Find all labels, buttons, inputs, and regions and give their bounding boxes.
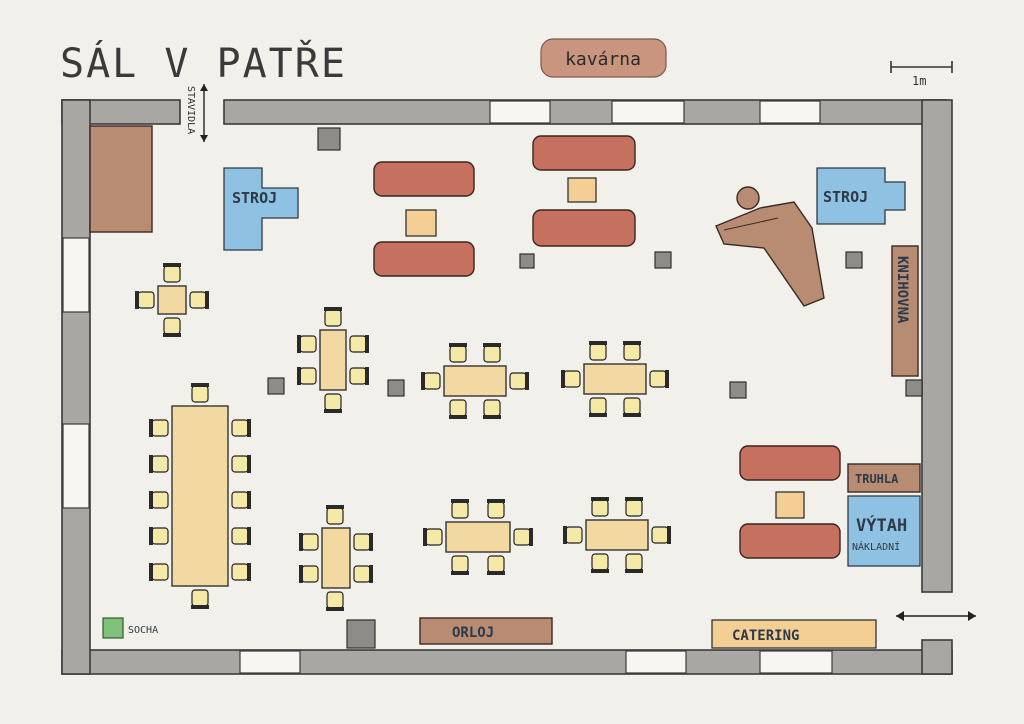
chair [625, 497, 643, 517]
chair [509, 372, 529, 390]
chair [191, 589, 209, 609]
stroj-right[interactable]: STROJ [816, 167, 906, 225]
chair [623, 341, 641, 361]
stroj-right-label: STROJ [823, 188, 868, 206]
chair [451, 555, 469, 575]
stroj-left[interactable]: STROJ [223, 167, 299, 251]
chair [324, 393, 342, 413]
socha[interactable]: SOCHA [102, 617, 158, 639]
vytah[interactable]: VÝTAH NÁKLADNÍ [847, 495, 921, 567]
chair [421, 372, 441, 390]
chair [423, 528, 443, 546]
chair [623, 397, 641, 417]
scale-label: 1m [912, 74, 926, 88]
chair [231, 419, 251, 437]
sofa-group-left[interactable] [373, 161, 475, 277]
chair [326, 591, 344, 611]
chair [191, 383, 209, 403]
chair [297, 335, 317, 353]
socha-label: SOCHA [128, 625, 158, 636]
chair [487, 499, 505, 519]
chair [353, 533, 373, 551]
orloj[interactable]: ORLOJ [419, 617, 553, 645]
cabinet[interactable] [89, 125, 153, 233]
chair [231, 563, 251, 581]
chair [487, 555, 505, 575]
scale-bar: 1m [890, 61, 953, 88]
stavidla-label: STAVIDLA [185, 86, 196, 134]
chair [589, 397, 607, 417]
chair [591, 497, 609, 517]
chair [651, 526, 671, 544]
catering[interactable]: CATERING [711, 619, 877, 649]
table[interactable] [443, 365, 507, 397]
chair [149, 527, 169, 545]
chair [326, 505, 344, 525]
grand-piano[interactable] [715, 186, 825, 307]
table[interactable] [585, 519, 649, 551]
table[interactable] [445, 521, 511, 553]
chair [163, 317, 181, 337]
chair [349, 367, 369, 385]
chair [231, 491, 251, 509]
plan-title: SÁL V PATŘE [60, 39, 347, 87]
chair [324, 307, 342, 327]
chair [563, 526, 583, 544]
vytah-label-1: VÝTAH [856, 514, 907, 536]
truhla-label: TRUHLA [855, 472, 899, 486]
walls [61, 99, 976, 675]
chair [561, 370, 581, 388]
chair [589, 341, 607, 361]
stavidla-marker: STAVIDLA [185, 84, 208, 142]
knihovna-label: KNIHOVNA [894, 256, 910, 324]
chair [299, 533, 319, 551]
kavarna-label: kavárna [565, 49, 641, 70]
chair [135, 291, 155, 309]
chair [449, 399, 467, 419]
chair [149, 491, 169, 509]
chair [349, 335, 369, 353]
chair [451, 499, 469, 519]
stroj-left-label: STROJ [232, 189, 277, 207]
chair [149, 419, 169, 437]
sofa-group-right[interactable] [532, 135, 636, 247]
kavarna-badge[interactable] [540, 38, 667, 78]
chair [513, 528, 533, 546]
chair [149, 455, 169, 473]
vytah-label-2: NÁKLADNÍ [852, 540, 900, 553]
chair [189, 291, 209, 309]
chair [231, 455, 251, 473]
orloj-label: ORLOJ [452, 625, 494, 641]
chair [625, 553, 643, 573]
chair [649, 370, 669, 388]
chair [591, 553, 609, 573]
table[interactable] [157, 285, 187, 315]
tables [135, 263, 671, 611]
chair [483, 399, 501, 419]
chair [163, 263, 181, 283]
table[interactable] [583, 363, 647, 395]
table[interactable] [321, 527, 351, 589]
table[interactable] [171, 405, 229, 587]
chair [149, 563, 169, 581]
truhla[interactable]: TRUHLA [847, 463, 921, 493]
chair [483, 343, 501, 363]
knihovna[interactable]: KNIHOVNA [891, 245, 919, 377]
sofa-group-bottom[interactable] [739, 445, 841, 559]
chair [353, 565, 373, 583]
pillars [267, 127, 923, 649]
chair [449, 343, 467, 363]
catering-label: CATERING [732, 628, 799, 644]
chair [297, 367, 317, 385]
table[interactable] [319, 329, 347, 391]
chair [299, 565, 319, 583]
chair [231, 527, 251, 545]
